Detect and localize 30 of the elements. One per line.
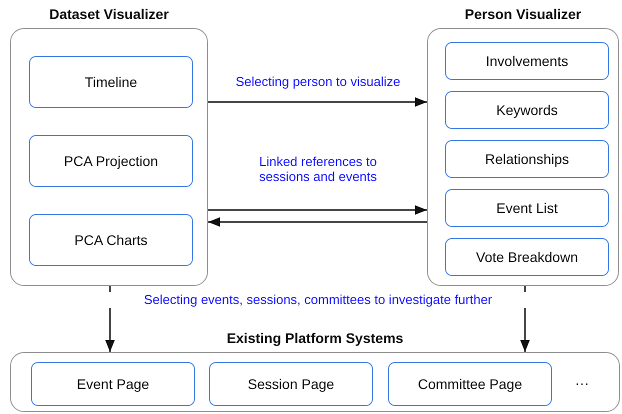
component-label: Committee Page	[418, 376, 522, 392]
component-box	[445, 189, 609, 227]
component-label: Relationships	[484, 151, 570, 167]
component-box	[445, 238, 609, 276]
more-ellipsis: ···	[574, 375, 590, 391]
component-label: Event List	[496, 200, 558, 216]
component-box	[31, 362, 195, 406]
component-label: Vote Breakdown	[476, 249, 578, 265]
component-box	[29, 56, 193, 108]
component-label: Keywords	[496, 102, 558, 118]
arrow	[208, 217, 427, 227]
component-box	[445, 91, 609, 129]
panel-title: Dataset Visualizer	[48, 6, 170, 22]
panel-title: Person Visualizer	[464, 6, 582, 22]
component-label: PCA Charts	[74, 232, 148, 248]
component-box	[29, 214, 193, 266]
component-box	[388, 362, 552, 406]
arrow	[208, 97, 427, 107]
component-label: Event Page	[76, 376, 150, 392]
component-box	[445, 42, 609, 80]
component-label: PCA Projection	[64, 153, 158, 169]
component-label: Involvements	[486, 53, 568, 69]
arrow	[208, 205, 427, 215]
panel-title: Existing Platform Systems	[226, 330, 404, 346]
flow-note: Selecting events, sessions, committees to investigate further	[108, 292, 528, 308]
component-label: Timeline	[84, 74, 138, 90]
component-box	[209, 362, 373, 406]
component-box	[29, 135, 193, 187]
component-label: Session Page	[248, 376, 334, 392]
component-box	[445, 140, 609, 178]
